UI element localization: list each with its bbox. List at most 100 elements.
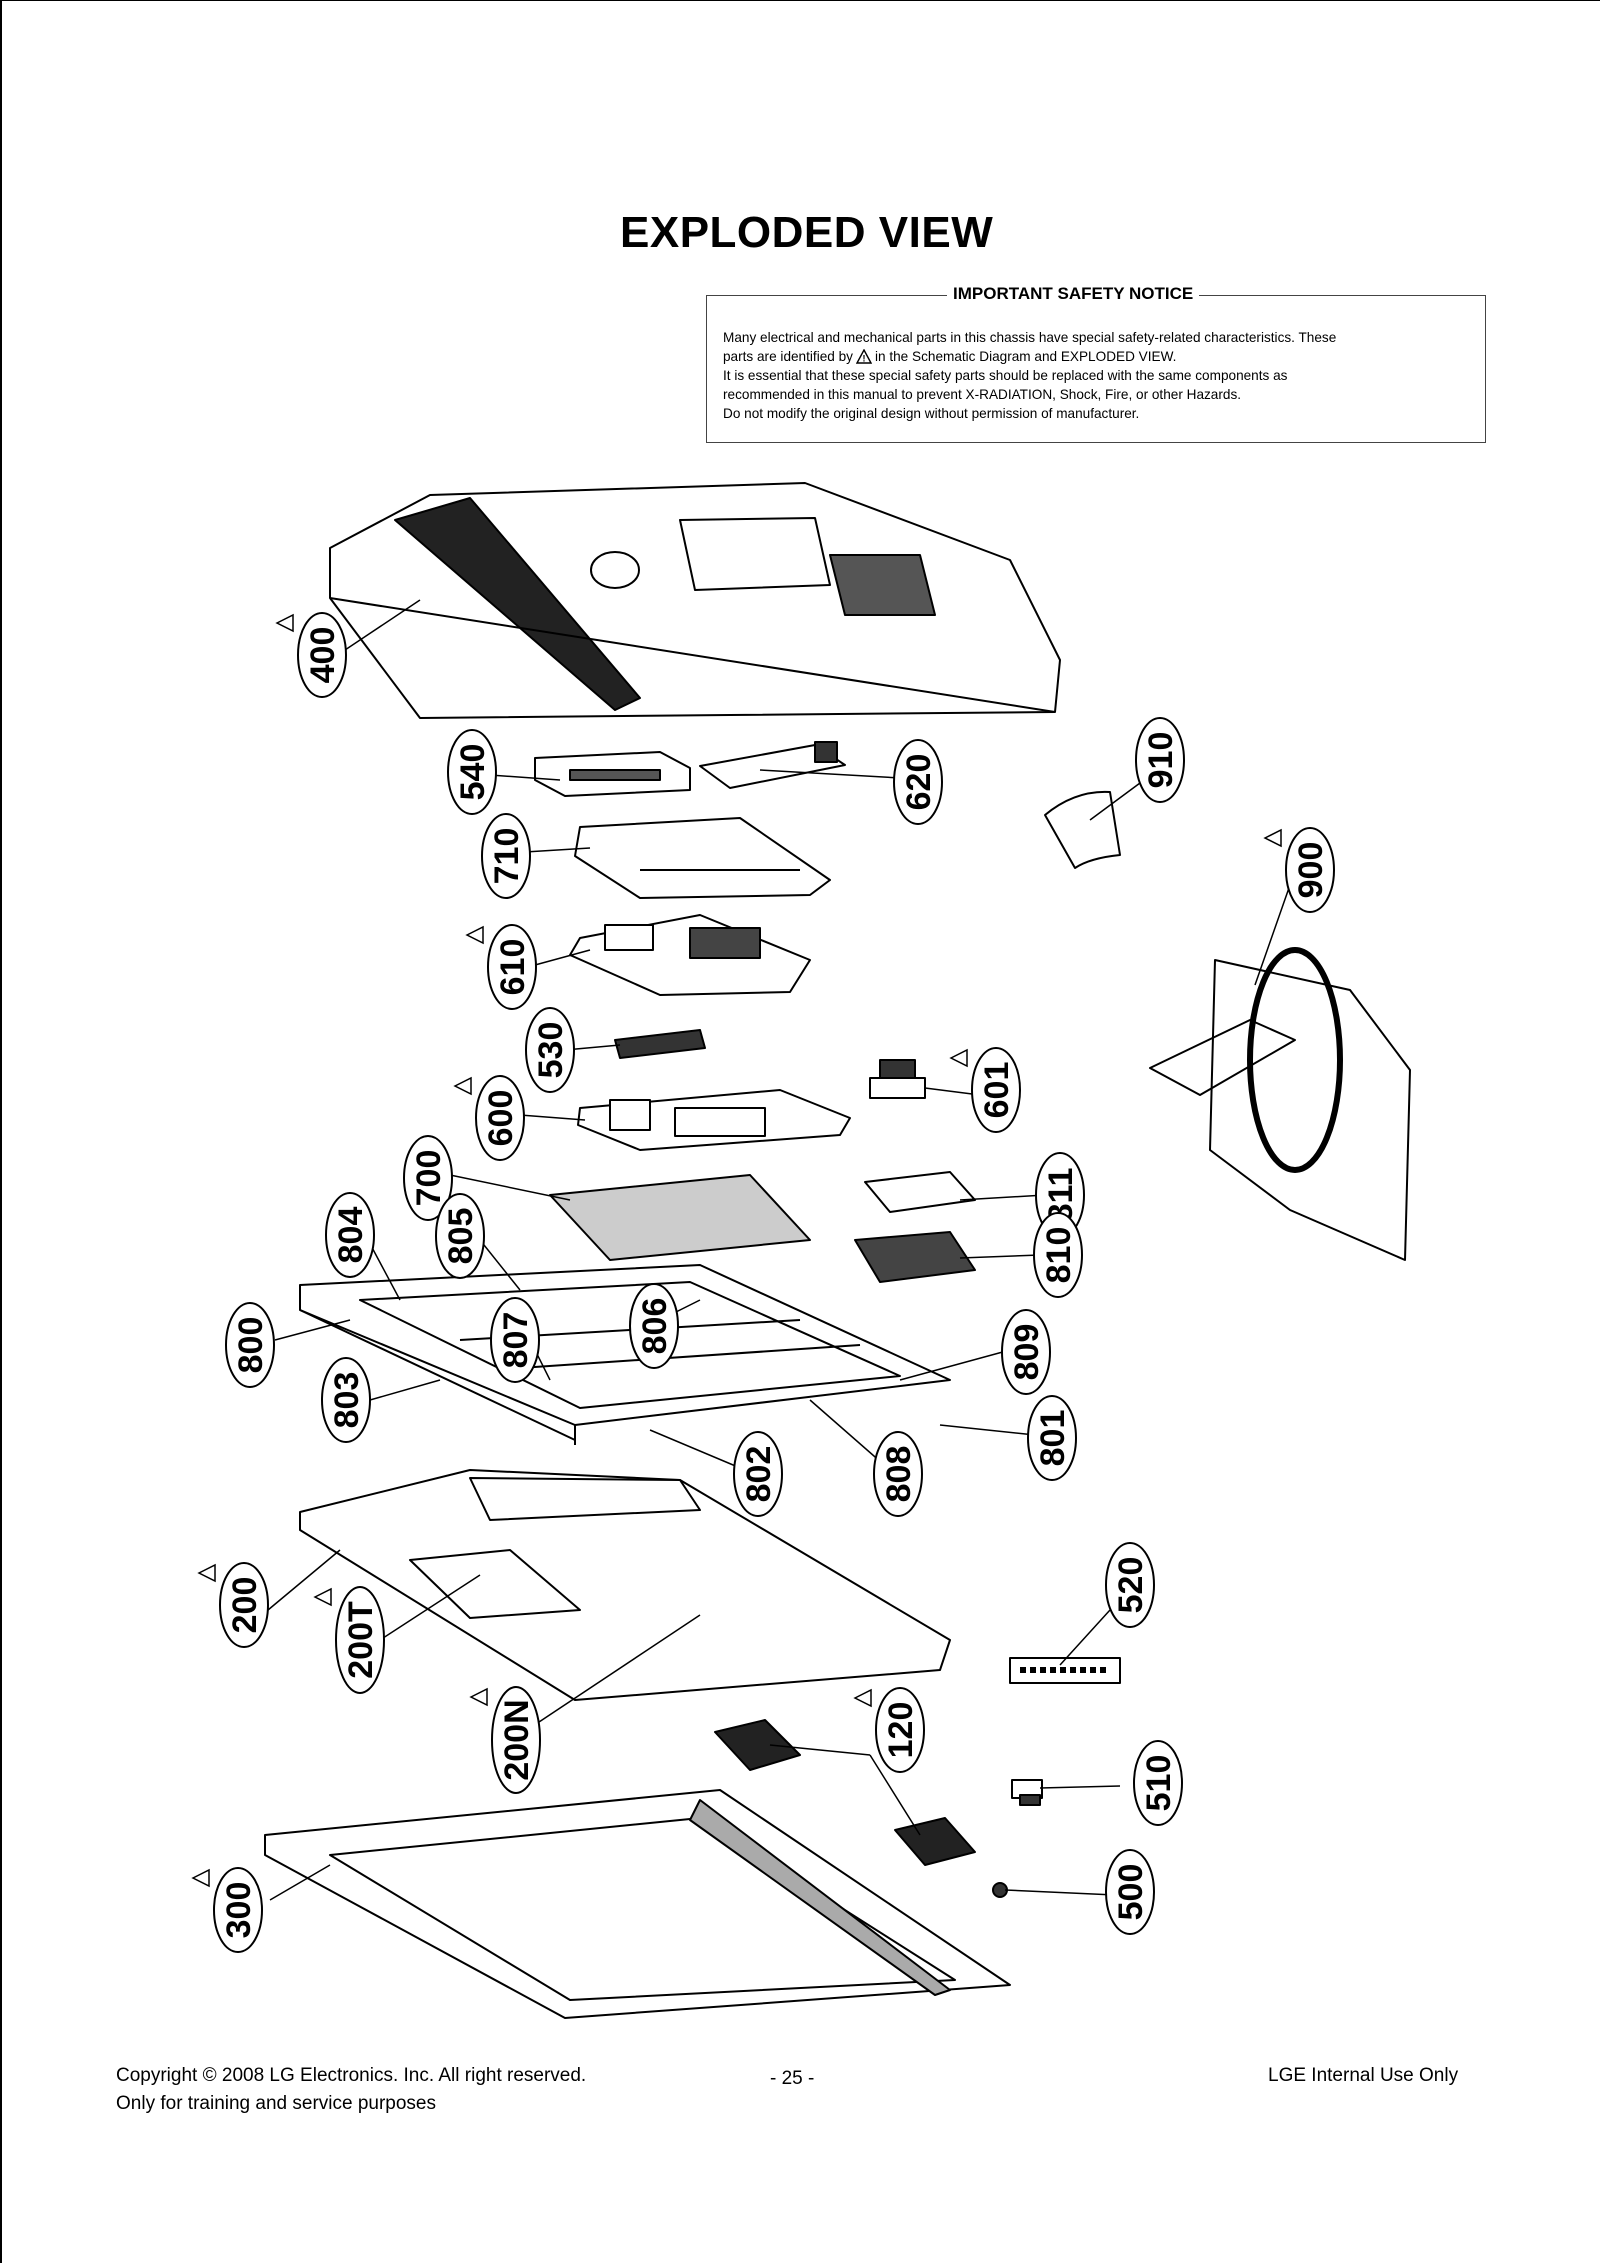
- callout-label: 400: [304, 627, 342, 684]
- callout-200N: 200N: [491, 1686, 541, 1794]
- notice-line: Do not modify the original design withou…: [723, 406, 1140, 421]
- part-520: [1009, 1657, 1121, 1684]
- part-530: [614, 1029, 706, 1059]
- part-speaker-120a: [714, 1719, 801, 1771]
- callout-510: 510: [1133, 1740, 1183, 1826]
- callout-label: 800: [232, 1317, 270, 1374]
- part-shield-710: [574, 817, 831, 899]
- callout-710: 710: [481, 813, 531, 899]
- callout-620: 620: [893, 739, 943, 825]
- part-back-cover: [329, 482, 1061, 719]
- callout-300: 300: [213, 1867, 263, 1953]
- callout-label: 808: [880, 1446, 918, 1503]
- safety-warning-icon: [313, 1587, 332, 1607]
- part-plate-700: [549, 1174, 811, 1261]
- part-810: [854, 1231, 976, 1283]
- part-board-620: [699, 741, 846, 789]
- callout-802: 802: [733, 1431, 783, 1517]
- part-bracket-540: [534, 751, 691, 797]
- callout-800: 800: [225, 1302, 275, 1388]
- part-510: [1011, 1779, 1043, 1806]
- notice-line: Many electrical and mechanical parts in …: [723, 330, 1337, 345]
- callout-label: 601: [978, 1062, 1016, 1119]
- callout-label: 806: [636, 1298, 674, 1355]
- callout-label: 200N: [498, 1699, 536, 1780]
- notice-line-part: in the Schematic Diagram and EXPLODED VI…: [874, 349, 1177, 364]
- callout-label: 540: [454, 744, 492, 801]
- callout-label: 809: [1008, 1324, 1046, 1381]
- callout-540: 540: [447, 729, 497, 815]
- callout-label: 805: [442, 1208, 480, 1265]
- svg-text:!: !: [862, 354, 865, 364]
- part-mainboard-610: [569, 914, 811, 996]
- part-panel-200: [299, 1469, 951, 1701]
- safety-warning-icon: [853, 1688, 872, 1708]
- part-601: [869, 1059, 926, 1099]
- callout-530: 530: [525, 1007, 575, 1093]
- safety-notice-heading: IMPORTANT SAFETY NOTICE: [947, 284, 1200, 304]
- callout-label: 200: [226, 1577, 264, 1634]
- callout-200T: 200T: [335, 1586, 385, 1694]
- callout-804: 804: [325, 1192, 375, 1278]
- callout-label: 910: [1142, 732, 1180, 789]
- notice-line: recommended in this manual to prevent X-…: [723, 387, 1242, 402]
- notice-line: It is essential that these special safet…: [723, 368, 1288, 383]
- callout-label: 801: [1034, 1410, 1072, 1467]
- callout-label: 610: [494, 939, 532, 996]
- safety-warning-icon: [469, 1687, 488, 1707]
- safety-warning-icon: [453, 1076, 472, 1096]
- callout-label: 500: [1112, 1864, 1150, 1921]
- callout-label: 510: [1140, 1755, 1178, 1812]
- callout-label: 900: [1292, 842, 1330, 899]
- callout-label: 200T: [342, 1601, 380, 1679]
- part-speaker-120b: [894, 1817, 976, 1866]
- warning-triangle-icon: !: [855, 349, 872, 364]
- callout-label: 807: [497, 1312, 535, 1369]
- callout-label: 120: [882, 1702, 920, 1759]
- safety-notice-box: IMPORTANT SAFETY NOTICE Many electrical …: [706, 284, 1486, 443]
- part-500: [992, 1882, 1008, 1898]
- callout-910: 910: [1135, 717, 1185, 803]
- callout-805: 805: [435, 1193, 485, 1279]
- callout-809: 809: [1001, 1309, 1051, 1395]
- callout-label: 803: [328, 1372, 366, 1429]
- callout-803: 803: [321, 1357, 371, 1443]
- callout-900: 900: [1285, 827, 1335, 913]
- callout-810: 810: [1033, 1212, 1083, 1298]
- safety-warning-icon: [197, 1563, 216, 1583]
- callout-610: 610: [487, 924, 537, 1010]
- callout-label: 802: [740, 1446, 778, 1503]
- callout-label: 530: [532, 1022, 570, 1079]
- callout-600: 600: [475, 1075, 525, 1161]
- callout-601: 601: [971, 1047, 1021, 1133]
- callout-label: 810: [1040, 1227, 1078, 1284]
- callout-808: 808: [873, 1431, 923, 1517]
- page-title: EXPLODED VIEW: [620, 208, 994, 257]
- callout-label: 710: [488, 828, 526, 885]
- callout-120: 120: [875, 1687, 925, 1773]
- footer-page-number: - 25 -: [770, 2068, 815, 2089]
- part-front-cabinet-300: [264, 1789, 1011, 2019]
- safety-warning-icon: [465, 925, 484, 945]
- callout-label: 700: [410, 1150, 448, 1207]
- notice-line: parts are identified by! in the Schematic…: [723, 347, 1471, 366]
- callout-500: 500: [1105, 1849, 1155, 1935]
- callout-200: 200: [219, 1562, 269, 1648]
- footer-internal-use: LGE Internal Use Only: [1268, 2065, 1459, 2086]
- callout-label: 804: [332, 1207, 370, 1264]
- callout-520: 520: [1105, 1542, 1155, 1628]
- callout-801: 801: [1027, 1395, 1077, 1481]
- callout-807: 807: [490, 1297, 540, 1383]
- footer-purpose: Only for training and service purposes: [116, 2093, 436, 2114]
- part-frame-800: [299, 1264, 951, 1445]
- safety-warning-icon: [949, 1048, 968, 1068]
- safety-notice-body: Many electrical and mechanical parts in …: [723, 328, 1471, 423]
- part-powerboard-600: [577, 1089, 851, 1151]
- safety-warning-icon: [275, 613, 294, 633]
- part-811: [864, 1171, 976, 1213]
- notice-line-part: parts are identified by: [723, 349, 853, 364]
- safety-warning-icon: [1263, 828, 1282, 848]
